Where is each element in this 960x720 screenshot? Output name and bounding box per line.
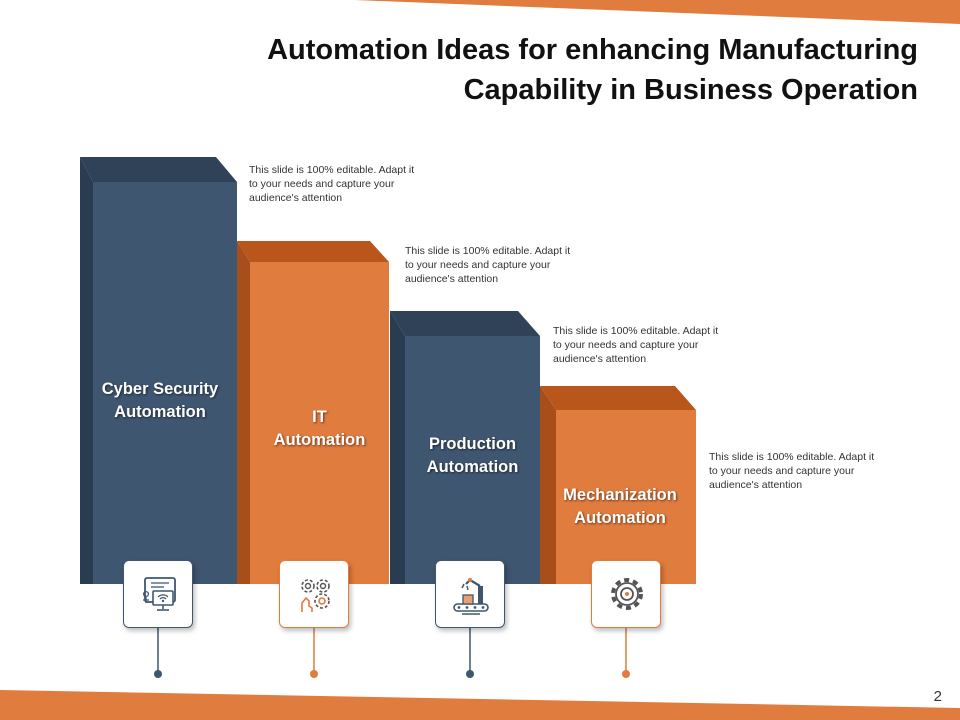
- description-line: to your needs and capture your: [709, 465, 855, 477]
- description-line: This slide is 100% editable. Adapt it: [249, 164, 415, 176]
- column-label-cyber-security: Cyber Security Automation: [93, 378, 227, 424]
- gear-icon: [611, 578, 643, 610]
- description-mechanization: This slide is 100% editable. Adapt it to…: [709, 450, 914, 492]
- connector-3: [466, 628, 474, 678]
- connector-2: [310, 628, 318, 678]
- column-mechanization: [540, 386, 696, 584]
- connector-1: [154, 628, 162, 678]
- description-line: This slide is 100% editable. Adapt it: [709, 451, 875, 463]
- column-label-it: IT Automation: [250, 406, 389, 452]
- column-cyber-security: [80, 157, 237, 584]
- description-line: to your needs and capture your: [249, 178, 395, 190]
- column-production: [390, 311, 540, 584]
- page-number: 2: [933, 688, 942, 705]
- robot-arm-conveyor-icon: [453, 578, 489, 615]
- description-line: This slide is 100% editable. Adapt it: [405, 245, 571, 257]
- column-label-mechanization: Mechanization Automation: [550, 484, 690, 530]
- computer-wifi-icon: [142, 577, 176, 611]
- icon-card-it: [279, 560, 349, 628]
- column-label-line: Automation: [426, 458, 519, 476]
- description-line: to your needs and capture your: [553, 339, 699, 351]
- description-production: This slide is 100% editable. Adapt it to…: [553, 324, 758, 366]
- description-line: audience's attention: [709, 479, 803, 491]
- slide-title: Automation Ideas for enhancing Manufactu…: [158, 30, 918, 110]
- icon-card-mechanization: [591, 560, 661, 628]
- icon-card-production: [435, 560, 505, 628]
- column-label-line: Automation: [273, 431, 366, 449]
- top-orange-band: [355, 0, 960, 24]
- description-cyber-security: This slide is 100% editable. Adapt it to…: [249, 163, 454, 205]
- column-it: [237, 241, 389, 584]
- connector-4: [622, 628, 630, 678]
- column-label-line: Production: [428, 435, 517, 453]
- description-line: audience's attention: [553, 353, 647, 365]
- column-label-production: Production Automation: [405, 433, 540, 479]
- gears-hand-icon: [301, 579, 330, 612]
- slide-title-line-2: Capability in Business Operation: [463, 74, 918, 106]
- bottom-orange-band: [0, 690, 960, 720]
- column-label-line: Cyber Security: [101, 380, 219, 398]
- column-label-line: Mechanization: [563, 486, 677, 504]
- icon-card-cyber-security: [123, 560, 193, 628]
- description-line: This slide is 100% editable. Adapt it: [553, 325, 719, 337]
- column-label-line: Automation: [574, 509, 666, 527]
- slide-title-line-1: Automation Ideas for enhancing Manufactu…: [267, 34, 918, 66]
- column-label-line: Automation: [114, 403, 206, 421]
- description-line: to your needs and capture your: [405, 259, 551, 271]
- description-line: audience's attention: [405, 273, 499, 285]
- column-label-line: IT: [312, 408, 327, 426]
- description-it: This slide is 100% editable. Adapt it to…: [405, 244, 610, 286]
- description-line: audience's attention: [249, 192, 343, 204]
